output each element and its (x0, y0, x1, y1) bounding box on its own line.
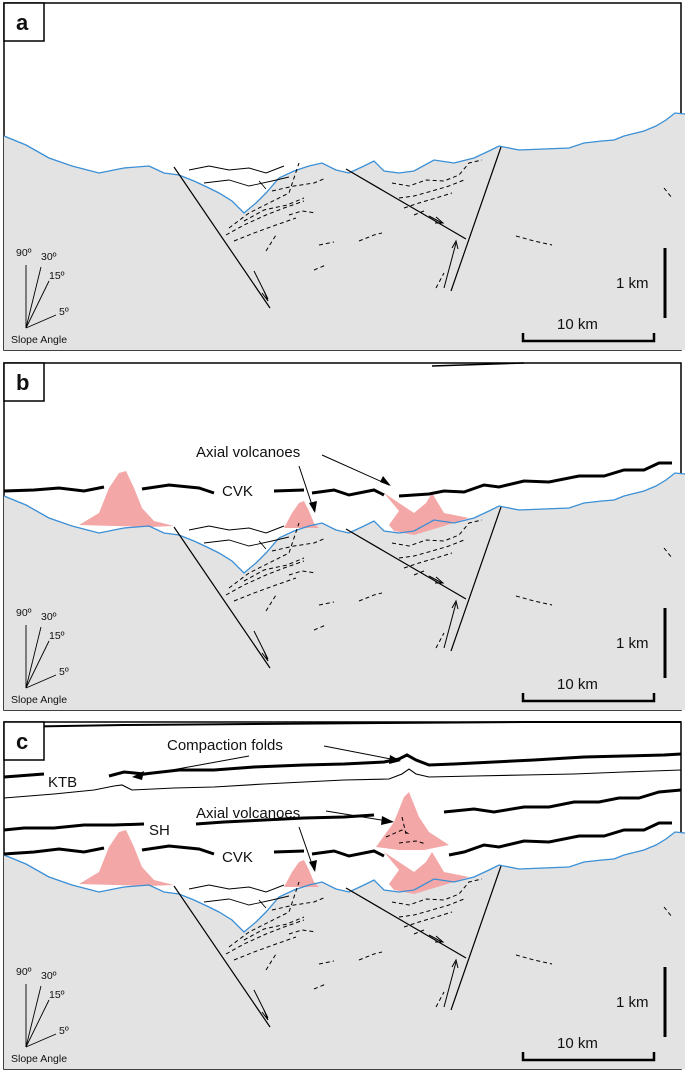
panel-label-box (3, 2, 45, 42)
arrow-head (309, 860, 317, 872)
axial-volcanoes-label: Axial volcanoes (196, 444, 300, 461)
slope-5-label: 5º (59, 1025, 69, 1037)
panel-a: a 90º 30º 15º 5º Slope Angle 1 km 10 km (3, 2, 685, 351)
slope-angle-indicator (25, 265, 57, 329)
panel-label-box (3, 721, 45, 761)
slope-5-label: 5º (59, 666, 69, 678)
slope-angle-title: Slope Angle (11, 334, 67, 346)
arrow-head (380, 476, 391, 486)
axial-volcanoes-label: Axial volcanoes (196, 805, 300, 822)
slope-15-label: 15º (49, 270, 65, 282)
arrow-head (309, 501, 317, 513)
panel-label-box (3, 362, 45, 402)
arrow-axial-right (325, 810, 388, 822)
ktb-horizon (3, 752, 682, 779)
slope-angle-title: Slope Angle (11, 694, 67, 706)
horizontal-scale-bar (521, 693, 656, 703)
top-horizon-fragment (431, 362, 525, 367)
volcano-middle (284, 860, 319, 887)
cvk-horizon (3, 821, 672, 858)
volcano-right-lower (384, 852, 469, 894)
arrow-axial-right (321, 454, 390, 486)
top-horizon (3, 721, 681, 728)
slope-90-label: 90º (16, 966, 32, 978)
volcano-right (384, 493, 469, 535)
slope-30-label: 30º (41, 611, 57, 623)
compaction-horizon (3, 768, 682, 799)
sh-label: SH (149, 822, 170, 839)
slope-90-label: 90º (16, 607, 32, 619)
panel-b: CVK Axial volcanoes b 90º 30º 15º 5º Slo… (3, 362, 685, 711)
horizontal-scale-bar (521, 333, 656, 343)
horizontal-scale-label: 10 km (557, 676, 598, 693)
vertical-scale-label: 1 km (616, 635, 649, 652)
cvk-label: CVK (222, 849, 253, 866)
arrow-head (381, 816, 394, 825)
panel-letter: a (16, 10, 29, 35)
slope-angle-indicator (25, 625, 57, 689)
arrow-head (389, 755, 401, 764)
slope-90-label: 90º (16, 247, 32, 259)
slope-angle-title: Slope Angle (11, 1053, 67, 1065)
slope-angle-indicator (25, 984, 57, 1048)
panel-c: Compaction folds KTB SH Axial volcanoes … (3, 721, 685, 1070)
panel-letter: b (16, 370, 29, 395)
arrow-compaction-right (323, 745, 397, 761)
slope-15-label: 15º (49, 989, 65, 1001)
slope-5-label: 5º (59, 306, 69, 318)
slope-15-label: 15º (49, 630, 65, 642)
vertical-scale-label: 1 km (616, 275, 649, 292)
horizontal-scale-bar (521, 1052, 656, 1062)
volcano-left (79, 471, 174, 527)
arrow-head (132, 771, 144, 780)
volcano-right-upper (376, 792, 449, 850)
slope-30-label: 30º (41, 970, 57, 982)
arrow-compaction-left (138, 755, 250, 777)
horizontal-scale-label: 10 km (557, 316, 598, 333)
volcano-left (79, 830, 174, 886)
sh-horizon (3, 788, 682, 832)
horizontal-scale-label: 10 km (557, 1035, 598, 1052)
cvk-horizon (3, 461, 672, 498)
vertical-scale-label: 1 km (616, 994, 649, 1011)
ktb-label: KTB (48, 774, 77, 791)
volcano-middle (284, 501, 319, 528)
cvk-label: CVK (222, 483, 253, 500)
slope-30-label: 30º (41, 251, 57, 263)
compaction-folds-label: Compaction folds (167, 737, 283, 754)
volcano-internal-dashes (385, 816, 427, 845)
panel-letter: c (16, 729, 28, 754)
